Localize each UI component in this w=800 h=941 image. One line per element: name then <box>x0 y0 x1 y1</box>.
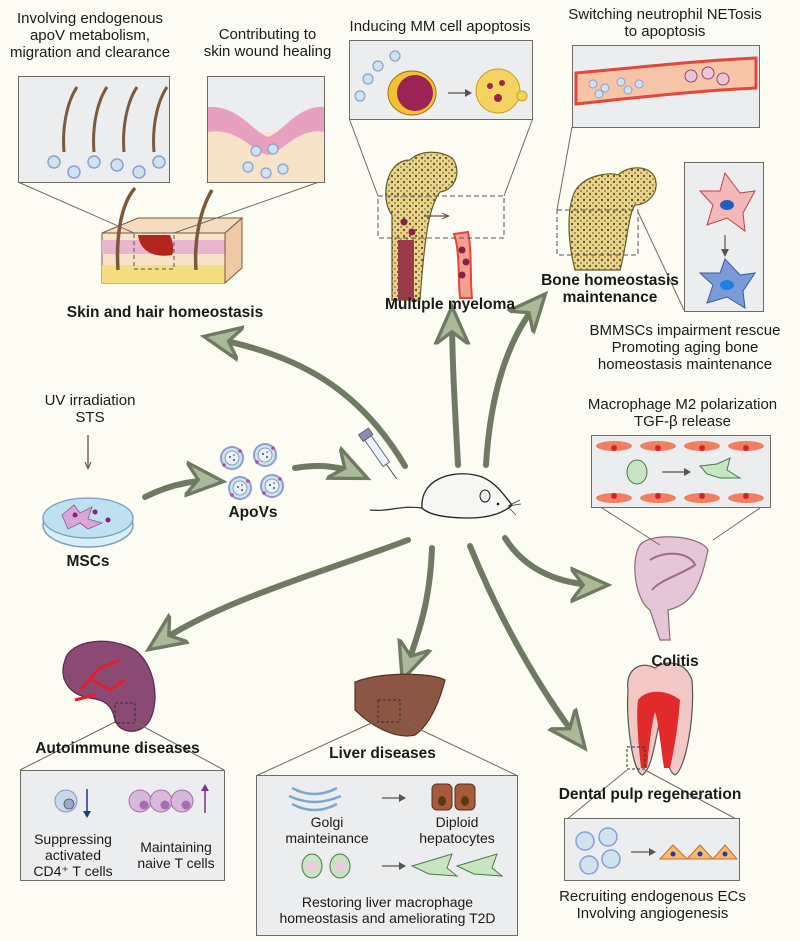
caption-line: mainteinance <box>285 830 369 846</box>
wound-healing-illustration <box>208 106 324 182</box>
caption-line: BMMSCs impairment rescue <box>589 322 781 339</box>
caption-line: Golgi <box>310 814 344 830</box>
hair-follicle-apov-illustration <box>47 86 169 179</box>
caption-line: Recruiting endogenous ECs <box>559 888 746 905</box>
stimulus-caption: UV irradiation STS <box>30 392 150 426</box>
golgi-caption: Golgi mainteinance <box>282 814 372 846</box>
caption-line: Restoring liver macrophage <box>301 894 474 910</box>
caption-line: migration and clearance <box>9 44 171 61</box>
caption-line: Contributing to <box>218 26 317 43</box>
bone-femur-icon <box>556 126 685 311</box>
macrophage-polarization-illustration <box>596 441 764 503</box>
caption-line: apoV metabolism, <box>29 27 151 44</box>
caption-line: Macrophage M2 polarization <box>587 396 778 413</box>
myeloma-title: Multiple myeloma <box>384 296 516 313</box>
caption-line: Involving angiogenesis <box>576 905 729 922</box>
wound-healing-panel <box>207 76 325 183</box>
netosis-panel <box>572 45 760 128</box>
arrow-from-apov <box>292 466 360 475</box>
bmmsc-rescue-illustration <box>698 171 757 309</box>
t-cell-illustration <box>54 784 209 818</box>
msc-dish-icon <box>42 497 134 548</box>
bone-caption: BMMSCs impairment rescue Promoting aging… <box>580 322 790 373</box>
bmmsc-panel <box>684 162 764 312</box>
dental-title: Dental pulp regeneration <box>558 786 742 803</box>
mouse-icon <box>369 473 522 519</box>
title-line: maintenance <box>562 289 658 306</box>
bone-title: Bone homeostasis maintenance <box>535 272 685 306</box>
tooth-icon <box>565 662 739 821</box>
caption-line: skin wound healing <box>203 43 332 60</box>
caption-line: TGF-β release <box>634 413 731 430</box>
arrow-to-skin <box>212 338 408 469</box>
caption-line: UV irradiation <box>44 392 136 409</box>
ec-recruitment-illustration <box>575 827 739 875</box>
colitis-caption: Macrophage M2 polarization TGF-β release <box>575 396 790 430</box>
caption-line: homeostasis and ameliorating T2D <box>279 910 496 926</box>
caption-line: Switching neutrophil NETosis <box>568 6 762 23</box>
mm-cell-apoptosis-illustration <box>354 50 528 116</box>
liver-cells-illustration <box>288 783 504 879</box>
caption-line: STS <box>75 409 105 426</box>
skin-caption-right: Contributing to skin wound healing <box>195 26 340 60</box>
caption-line: Suppressing <box>34 831 112 847</box>
caption-line: Diploid <box>435 814 479 830</box>
caption-line: Promoting aging bone <box>611 339 759 356</box>
caption-line: Maintaining <box>140 839 212 855</box>
arrow-to-autoimmune <box>155 537 411 645</box>
spleen-icon <box>19 640 225 771</box>
arrow-from-dish <box>142 481 215 500</box>
suppress-cd4-caption: Suppressing activated CD4⁺ T cells <box>23 831 123 879</box>
hair-follicle-panel <box>18 76 170 183</box>
diploid-caption: Diploid hepatocytes <box>412 814 502 846</box>
netosis-caption: Switching neutrophil NETosis to apoptosi… <box>555 6 775 40</box>
radiating-arrows <box>142 300 600 742</box>
arrow-to-liver <box>405 545 435 672</box>
caption-line: activated <box>44 847 102 863</box>
liver-title: Liver diseases <box>329 745 436 762</box>
arrow-to-dental <box>467 543 580 742</box>
skin-title: Skin and hair homeostasis <box>66 304 264 321</box>
skin-block-icon <box>101 186 244 285</box>
arrow-to-bone <box>483 300 540 468</box>
title-line: Bone homeostasis <box>541 272 679 289</box>
caption-line: homeostasis maintenance <box>597 356 773 373</box>
caption-line: Involving endogenous <box>17 10 163 27</box>
caption-line: to apoptosis <box>624 23 706 40</box>
neutrophil-vessel-illustration <box>574 56 758 106</box>
myeloma-femur-icon <box>348 117 534 301</box>
myeloma-apoptosis-panel <box>349 40 533 120</box>
skin-callout-lines <box>17 181 320 234</box>
intestine-icon <box>601 507 761 641</box>
dental-caption: Recruiting endogenous ECs Involving angi… <box>545 888 760 922</box>
liver-icon <box>257 673 517 776</box>
caption-line: naive T cells <box>137 855 215 871</box>
autoimmune-title: Autoimmune diseases <box>35 740 200 757</box>
dental-panel <box>564 818 740 881</box>
caption-line: CD4⁺ T cells <box>33 863 113 879</box>
apov-cluster-icon <box>220 443 284 500</box>
apov-label: ApoVs <box>228 504 278 521</box>
skin-caption-left: Involving endogenous apoV metabolism, mi… <box>5 10 175 61</box>
macrophage-panel <box>591 435 771 508</box>
colitis-title: Colitis <box>651 653 699 670</box>
t-cell-panel: Suppressing activated CD4⁺ T cells Maint… <box>20 770 225 881</box>
arrow-to-colitis <box>502 535 600 585</box>
naive-t-caption: Maintaining naive T cells <box>126 839 226 871</box>
msc-label: MSCs <box>66 553 110 570</box>
syringe-icon <box>357 427 398 480</box>
myeloma-caption: Inducing MM cell apoptosis <box>349 18 531 35</box>
liver-panel: Golgi mainteinance Diploid hepatocytes R… <box>256 775 518 936</box>
caption-line: hepatocytes <box>419 830 495 846</box>
macrophage-t2d-caption: Restoring liver macrophage homeostasis a… <box>260 894 515 926</box>
arrow-to-myeloma <box>452 315 458 468</box>
